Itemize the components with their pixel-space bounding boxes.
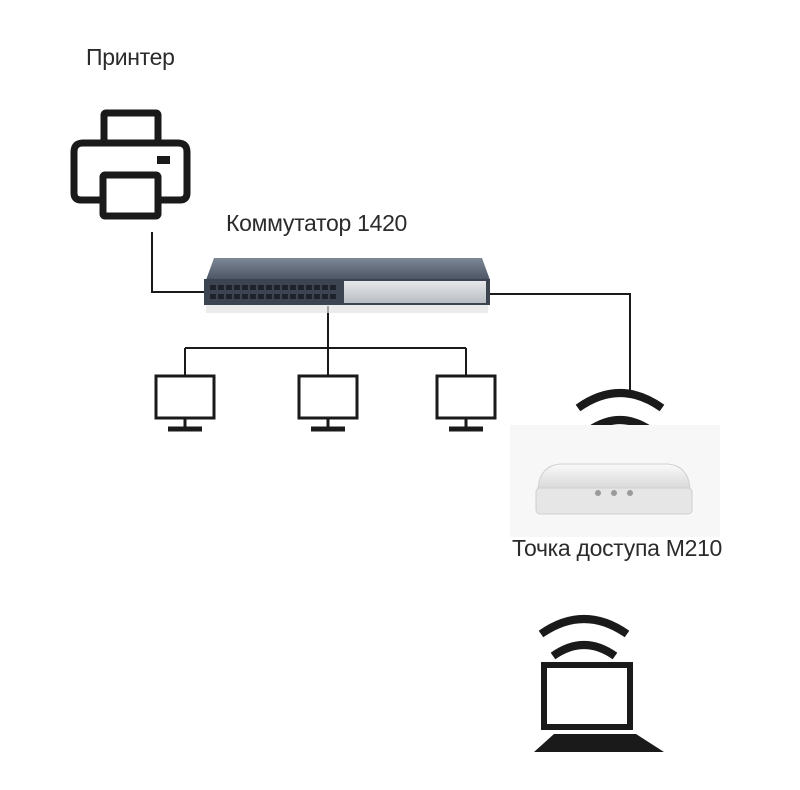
- link-printer-switch: [151, 232, 208, 293]
- wifi-signal-icon: [538, 615, 630, 660]
- wifi-signal-icon: [575, 389, 665, 434]
- access-point-label: Точка доступа M210: [512, 535, 723, 561]
- laptop-icon: [534, 662, 664, 752]
- access-point-icon: [510, 425, 720, 537]
- printer-label: Принтер: [86, 44, 175, 70]
- network-switch-icon: [204, 258, 490, 313]
- switch-label: Коммутатор 1420: [226, 210, 408, 236]
- monitor-icon: [154, 374, 216, 432]
- printer-icon: [70, 109, 191, 220]
- monitor-icon: [297, 374, 359, 432]
- connection-lines: [151, 232, 631, 390]
- link-switch-ap: [486, 293, 631, 390]
- monitor-icon: [435, 374, 497, 432]
